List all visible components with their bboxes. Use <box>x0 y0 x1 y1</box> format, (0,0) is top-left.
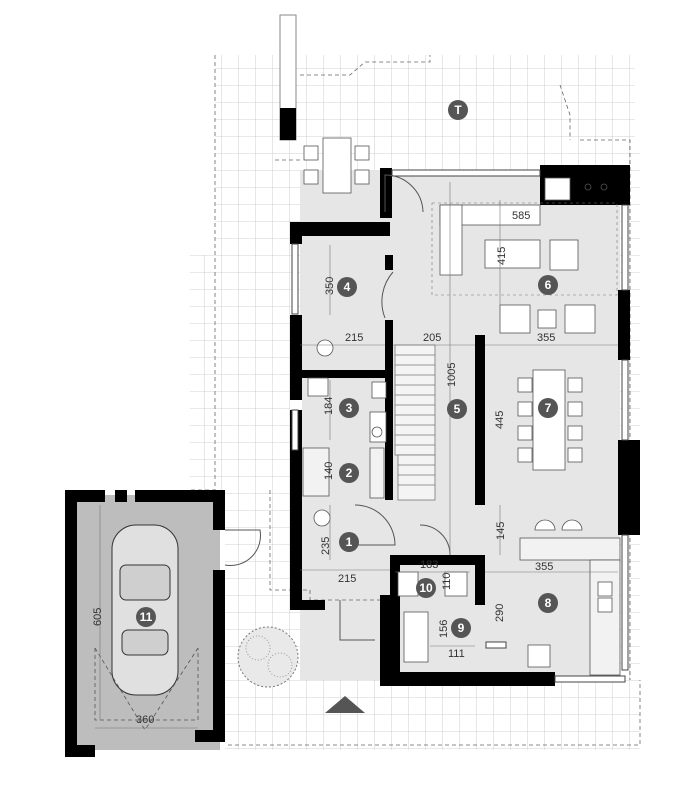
room-marker-1: 1 <box>339 532 359 552</box>
svg-text:8: 8 <box>545 596 552 610</box>
walls <box>65 165 640 757</box>
svg-text:3: 3 <box>346 401 353 415</box>
dimension-labels: 585 415 350 215 205 355 1005 445 184 140… <box>92 210 555 726</box>
dim-350: 350 <box>324 277 336 295</box>
dim-205: 205 <box>423 332 441 344</box>
dim-1005: 1005 <box>446 363 458 387</box>
dim-355-top: 355 <box>537 332 555 344</box>
terrace-table <box>322 137 352 194</box>
room-marker-11: 11 <box>136 607 156 627</box>
dim-445: 445 <box>494 411 506 429</box>
dimension-lines <box>95 182 618 729</box>
dim-355-bottom: 355 <box>535 561 553 573</box>
dim-183: 183 <box>420 559 438 571</box>
svg-text:2: 2 <box>346 466 353 480</box>
svg-text:7: 7 <box>545 401 552 415</box>
shrub <box>237 626 299 688</box>
room-marker-6: 6 <box>538 275 558 295</box>
dining-table <box>532 369 566 471</box>
dim-111: 111 <box>448 648 465 660</box>
dim-605: 605 <box>92 608 104 626</box>
svg-text:6: 6 <box>545 278 552 292</box>
room-marker-10: 10 <box>416 578 436 598</box>
dim-415: 415 <box>496 247 508 265</box>
dim-290: 290 <box>494 604 506 622</box>
kitchen-island <box>519 537 621 561</box>
dim-585: 585 <box>512 210 530 222</box>
room-marker-T: T <box>448 100 468 120</box>
room-marker-5: 5 <box>447 399 467 419</box>
room-marker-4: 4 <box>337 277 357 297</box>
dim-110: 110 <box>441 572 453 590</box>
svg-text:9: 9 <box>458 621 465 635</box>
svg-text:4: 4 <box>344 280 351 294</box>
dim-360: 360 <box>136 714 154 726</box>
svg-text:5: 5 <box>454 402 461 416</box>
room-markers: T 4 6 3 5 7 2 1 <box>136 100 558 638</box>
svg-text:T: T <box>454 103 462 117</box>
entrance-arrow-icon <box>325 696 365 713</box>
dim-140: 140 <box>323 462 335 480</box>
dim-235: 235 <box>320 537 332 555</box>
svg-text:1: 1 <box>346 535 353 549</box>
room-marker-3: 3 <box>339 398 359 418</box>
windows <box>291 169 629 683</box>
staircase <box>394 344 436 501</box>
dim-145: 145 <box>495 522 507 540</box>
room-marker-2: 2 <box>339 463 359 483</box>
chimney-wall <box>280 108 296 140</box>
room-marker-9: 9 <box>451 618 471 638</box>
dim-184: 184 <box>323 397 335 415</box>
doors <box>224 174 451 641</box>
room-marker-7: 7 <box>538 398 558 418</box>
svg-text:10: 10 <box>419 581 433 595</box>
dim-215-top: 215 <box>345 332 363 344</box>
dim-156: 156 <box>438 620 450 638</box>
furniture <box>302 137 621 676</box>
dim-215-bottom: 215 <box>338 573 356 585</box>
room-marker-8: 8 <box>538 593 558 613</box>
svg-text:11: 11 <box>140 610 153 624</box>
garage-door-swing <box>94 647 199 731</box>
